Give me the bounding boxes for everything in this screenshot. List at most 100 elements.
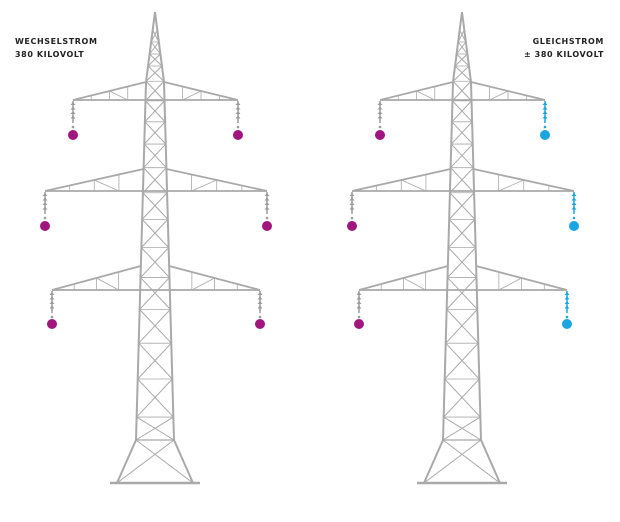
lattice-brace	[443, 378, 480, 418]
conductor-left-2	[347, 221, 357, 231]
insulator-disc	[349, 202, 355, 205]
insulator-disc	[49, 296, 55, 300]
insulator-right-3	[564, 291, 570, 319]
insulator-disc	[571, 197, 577, 201]
insulator-disc	[356, 305, 362, 309]
insulator-disc	[264, 197, 270, 201]
insulator-disc	[42, 193, 48, 196]
lattice-brace	[145, 80, 165, 102]
insulator-disc	[571, 193, 577, 196]
lattice-brace	[138, 309, 171, 344]
insulator-clamp	[50, 315, 54, 319]
lattice-brace	[456, 41, 467, 55]
insulator-disc	[257, 301, 263, 304]
crossarm-brace	[498, 277, 522, 291]
ac-label: WECHSELSTROM 380 KILOVOLT	[15, 35, 98, 61]
lattice-brace	[142, 192, 169, 220]
insulator-disc	[542, 102, 548, 105]
conductor-right-2	[262, 221, 272, 231]
lattice-brace	[454, 65, 472, 82]
lattice-brace	[145, 65, 163, 82]
insulator-disc	[349, 197, 355, 201]
insulator-disc	[571, 202, 577, 205]
insulator-disc	[564, 301, 570, 304]
ac-title: WECHSELSTROM	[15, 37, 98, 46]
lattice-brace	[448, 192, 475, 220]
lattice-brace	[138, 342, 173, 380]
lattice-brace	[448, 247, 477, 278]
lattice-brace	[459, 29, 467, 43]
ac-tower	[40, 11, 272, 485]
insulator-clamp	[258, 315, 262, 319]
dc-label: GLEICHSTROM ± 380 KILOVOLT	[524, 35, 604, 61]
lattice-brace	[139, 277, 170, 310]
lattice-brace	[140, 277, 171, 310]
insulator-disc	[542, 115, 548, 119]
lattice-brace	[143, 121, 166, 145]
insulator-disc	[70, 115, 76, 119]
crossarm-brace	[403, 277, 426, 291]
insulator-disc	[377, 115, 383, 119]
insulator-disc	[564, 292, 570, 295]
crossarm-brace	[109, 90, 128, 101]
lattice-brace	[447, 247, 476, 278]
crossarm-brace	[498, 179, 524, 192]
conductor-right-3	[255, 319, 265, 329]
insulator-disc	[377, 111, 383, 114]
insulator-disc	[356, 301, 362, 304]
crossarm-brace	[416, 90, 435, 101]
insulator-disc	[42, 206, 48, 210]
lattice-brace	[451, 100, 472, 123]
lattice-brace	[140, 247, 169, 278]
lattice-brace	[450, 167, 475, 194]
conductor-left-2	[40, 221, 50, 231]
lattice-brace	[143, 143, 167, 169]
insulator-left-3	[356, 291, 362, 319]
conductor-left-1	[375, 130, 385, 140]
insulator-clamp	[572, 216, 576, 220]
crossarm-brace	[182, 90, 202, 101]
lattice-brace	[445, 342, 480, 380]
lattice-brace	[446, 309, 479, 344]
lattice-brace	[150, 41, 161, 55]
lattice-brace	[442, 439, 501, 484]
insulator-clamp	[357, 315, 361, 319]
insulator-disc	[564, 296, 570, 300]
lattice-brace	[450, 143, 474, 169]
lattice-brace	[149, 41, 160, 55]
insulator-disc	[70, 106, 76, 110]
insulator-disc	[235, 102, 241, 105]
lattice-brace	[456, 53, 470, 67]
lattice-brace	[448, 219, 476, 248]
lattice-brace	[152, 29, 160, 43]
lattice-brace	[446, 277, 477, 310]
lattice-brace	[447, 277, 478, 310]
lattice-brace	[448, 219, 476, 248]
insulator-disc	[49, 292, 55, 295]
conductor-right-1	[233, 130, 243, 140]
lattice-brace	[423, 439, 482, 484]
lattice-brace	[141, 192, 168, 220]
crossarm-brace	[401, 179, 427, 192]
dc-tower	[347, 11, 579, 485]
crossarm-brace	[96, 277, 119, 291]
insulator-clamp	[265, 216, 269, 220]
insulator-clamp	[565, 315, 569, 319]
lattice-brace	[442, 416, 481, 441]
lattice-brace	[137, 378, 174, 418]
insulator-disc	[70, 102, 76, 105]
insulator-disc	[377, 106, 383, 110]
lattice-brace	[445, 309, 478, 344]
lattice-brace	[147, 65, 165, 82]
lattice-brace	[147, 53, 161, 67]
lattice-brace	[150, 29, 158, 43]
lattice-brace	[457, 29, 465, 43]
insulator-disc	[264, 202, 270, 205]
insulator-disc	[257, 296, 263, 300]
insulator-disc	[49, 301, 55, 304]
lattice-brace	[142, 167, 167, 194]
insulator-disc	[377, 102, 383, 105]
insulator-right-1	[542, 101, 548, 129]
